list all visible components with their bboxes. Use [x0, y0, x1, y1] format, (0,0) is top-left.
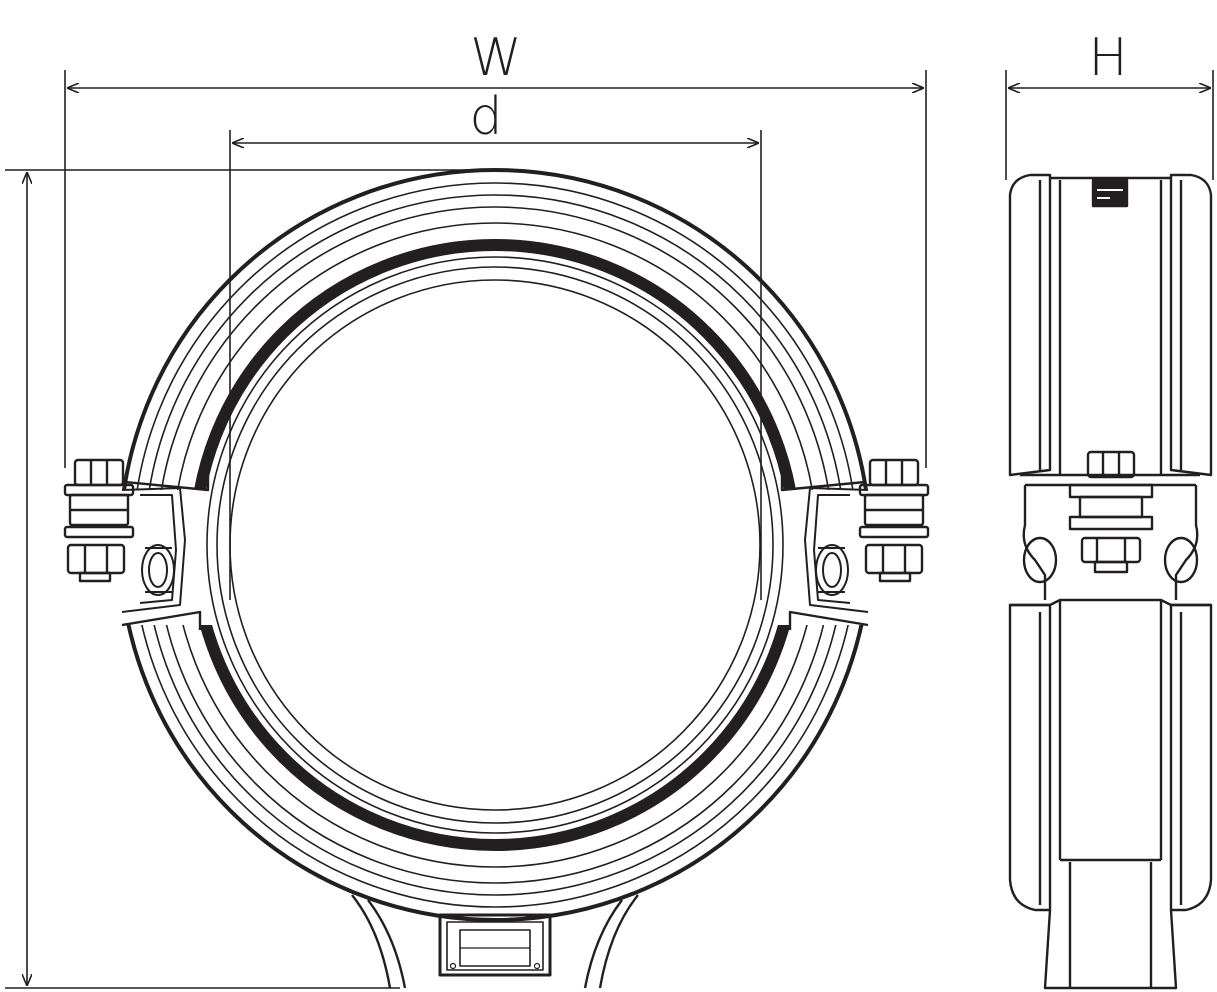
upper-clamp-half: [122, 168, 868, 490]
front-view: [63, 168, 930, 989]
diameter-label: d: [469, 87, 502, 147]
lower-right-shell: [1169, 603, 1213, 912]
side-view: [1008, 173, 1213, 990]
marking-label: [1091, 178, 1129, 208]
side-bolt-head-icon: [1086, 450, 1136, 479]
upper-right-shell: [1169, 173, 1213, 477]
side-nut-icon: [1080, 536, 1142, 564]
width-label: W: [470, 28, 521, 88]
dimension-lines: [5, 70, 1214, 989]
left-bolt-icon: [63, 458, 135, 583]
left-lug: [121, 487, 186, 613]
side-base: [1043, 909, 1178, 990]
depth-label: H: [1088, 28, 1127, 88]
lower-clamp-half: [126, 625, 864, 922]
mounting-base: [351, 894, 639, 989]
pipe-circles: [206, 256, 784, 834]
side-right-lug-eye: [1163, 536, 1199, 584]
upper-left-shell: [1008, 173, 1052, 477]
clamp-split-faces: [121, 475, 869, 630]
right-bolt-icon: [858, 458, 930, 583]
side-left-lug-eye: [1022, 536, 1058, 584]
right-lug: [804, 487, 869, 613]
lower-left-shell: [1008, 603, 1052, 912]
